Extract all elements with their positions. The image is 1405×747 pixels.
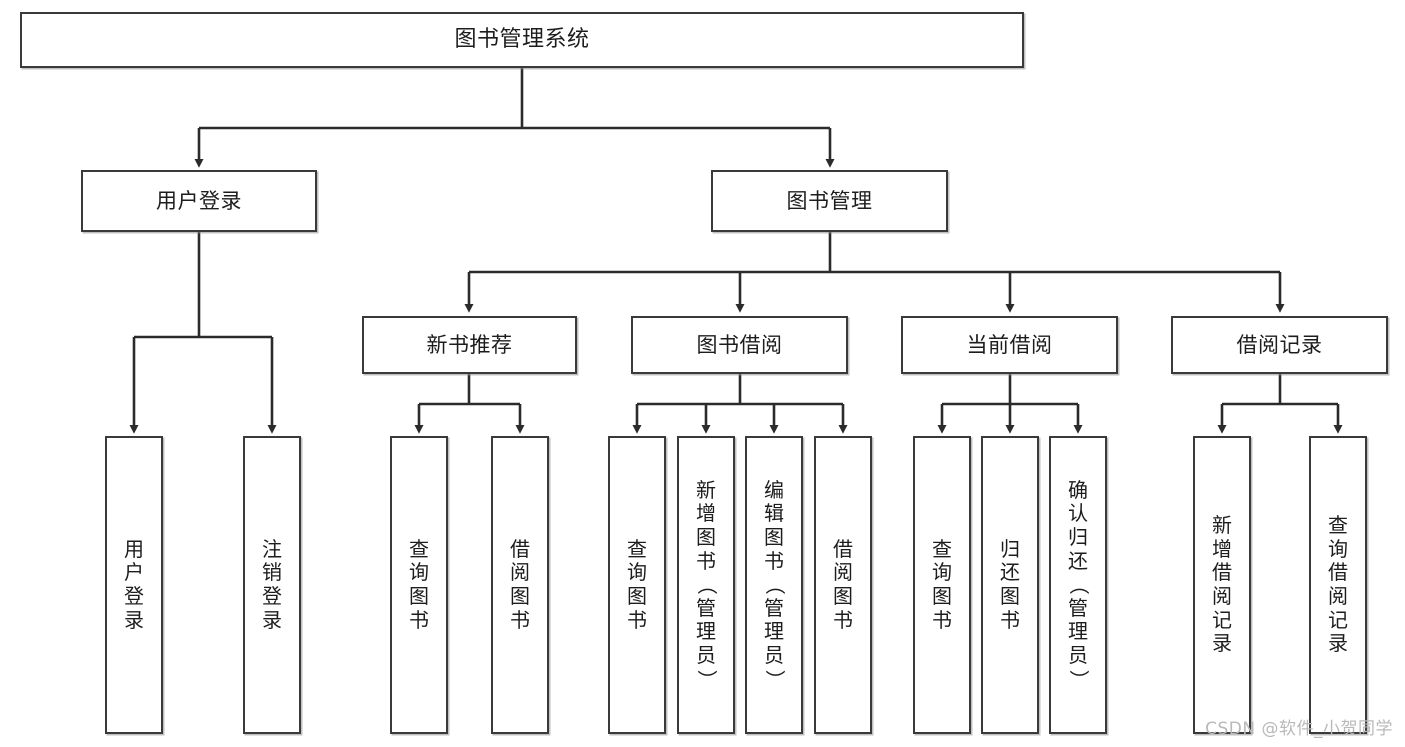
node-label: 查询图书 bbox=[409, 536, 429, 632]
node-user-login[interactable]: 用户登录 bbox=[81, 170, 317, 232]
node-label: 图书管理系统 bbox=[454, 27, 590, 53]
leaf-query-borrowing-record[interactable]: 查询借阅记录 bbox=[1309, 436, 1367, 734]
leaf-add-book-admin[interactable]: 新增图书（管理员） bbox=[677, 436, 735, 734]
node-borrowing-record[interactable]: 借阅记录 bbox=[1171, 316, 1388, 374]
leaf-return-book[interactable]: 归还图书 bbox=[981, 436, 1039, 734]
leaf-confirm-return-admin[interactable]: 确认归还（管理员） bbox=[1049, 436, 1107, 734]
leaf-logout-login[interactable]: 注销登录 bbox=[243, 436, 301, 734]
leaf-edit-book-admin[interactable]: 编辑图书（管理员） bbox=[745, 436, 803, 734]
node-label: 新增图书（管理员） bbox=[694, 477, 719, 690]
node-label: 借阅图书 bbox=[833, 536, 853, 632]
node-label: 确认归还（管理员） bbox=[1066, 477, 1091, 690]
node-label: 图书借阅 bbox=[696, 332, 783, 357]
node-label: 新书推荐 bbox=[426, 332, 513, 357]
leaf-borrow-book-borrowing[interactable]: 借阅图书 bbox=[814, 436, 872, 734]
node-label: 归还图书 bbox=[1000, 536, 1020, 632]
node-label: 查询借阅记录 bbox=[1328, 513, 1348, 656]
node-book-management[interactable]: 图书管理 bbox=[711, 170, 948, 232]
node-new-book-recommendation[interactable]: 新书推荐 bbox=[362, 316, 577, 374]
node-label: 查询图书 bbox=[932, 536, 952, 632]
leaf-add-borrowing-record[interactable]: 新增借阅记录 bbox=[1193, 436, 1251, 734]
node-label: 图书管理 bbox=[786, 188, 873, 213]
csdn-watermark: CSDN @软件_小贺同学 bbox=[1205, 719, 1393, 739]
leaf-query-book-new-book[interactable]: 查询图书 bbox=[390, 436, 448, 734]
node-root-book-management-system[interactable]: 图书管理系统 bbox=[20, 12, 1024, 68]
node-label: 用户登录 bbox=[124, 536, 144, 632]
node-book-borrowing[interactable]: 图书借阅 bbox=[631, 316, 848, 374]
node-label: 用户登录 bbox=[156, 188, 242, 213]
node-label: 借阅图书 bbox=[510, 536, 530, 632]
node-label: 编辑图书（管理员） bbox=[762, 477, 787, 690]
leaf-query-book-current[interactable]: 查询图书 bbox=[913, 436, 971, 734]
leaf-borrow-book-new-book[interactable]: 借阅图书 bbox=[491, 436, 549, 734]
node-label: 借阅记录 bbox=[1236, 332, 1323, 357]
node-label: 查询图书 bbox=[627, 536, 647, 632]
node-label: 新增借阅记录 bbox=[1212, 513, 1232, 656]
node-current-borrowing[interactable]: 当前借阅 bbox=[901, 316, 1118, 374]
node-label: 注销登录 bbox=[262, 536, 282, 632]
leaf-user-login[interactable]: 用户登录 bbox=[105, 436, 163, 734]
node-label: 当前借阅 bbox=[966, 332, 1053, 357]
leaf-query-book-borrowing[interactable]: 查询图书 bbox=[608, 436, 666, 734]
